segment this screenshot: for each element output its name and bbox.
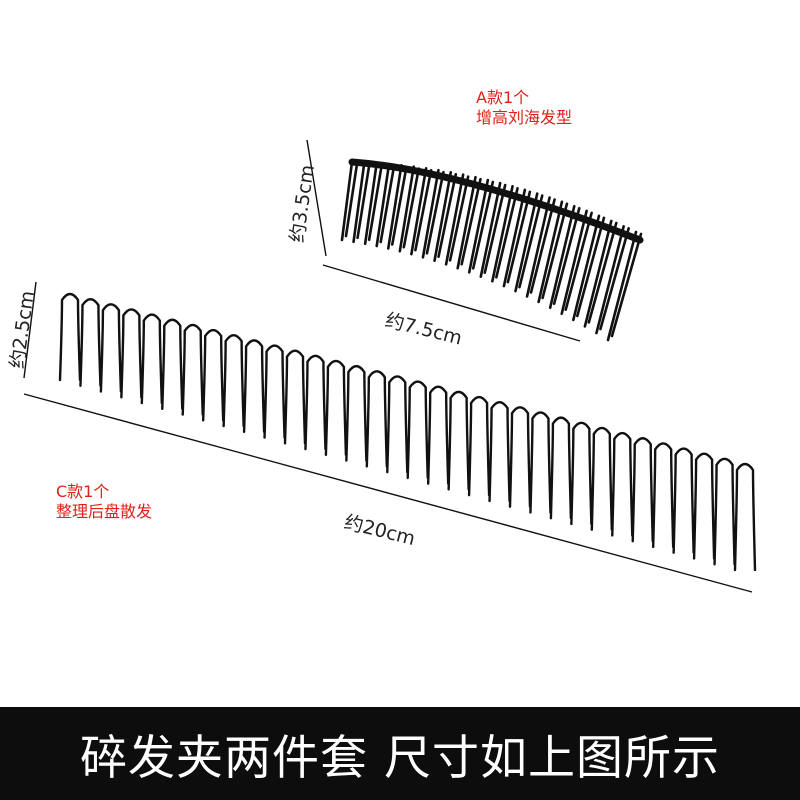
comb-a-tooth: [572, 214, 606, 322]
comb-a-tooth: [363, 161, 383, 246]
comb-a-tooth: [525, 196, 556, 298]
comb-a-illustration: [340, 158, 644, 342]
comb-a-tooth: [421, 168, 445, 259]
comb-a-subtitle: 增高刘海发型: [476, 108, 573, 127]
comb-a-tooth: [386, 163, 408, 250]
comb-a-height-line: [306, 139, 327, 257]
bottom-banner: 碎发夹两件套 尺寸如上图所示: [0, 707, 800, 800]
comb-c-wire-loops: [58, 292, 757, 572]
comb-a-tooth: [444, 173, 470, 266]
comb-c-subtitle: 整理后盘散发: [56, 502, 153, 521]
comb-a-tooth: [514, 192, 544, 293]
comb-c-illustration: [58, 292, 757, 572]
banner-text: 碎发夹两件套 尺寸如上图所示: [80, 731, 720, 786]
comb-a-tooth: [479, 181, 507, 279]
comb-a-tooth: [375, 162, 396, 248]
comb-a-tooth: [583, 219, 618, 328]
comb-a-tooth: [548, 204, 581, 310]
comb-a-tooth: [502, 188, 532, 288]
comb-c-width-line: [23, 393, 753, 593]
comb-a-tooth: [456, 175, 482, 270]
comb-a-tooth: [537, 200, 569, 304]
hair-clip-illustration: [23, 139, 757, 593]
comb-c-title: C款1个: [56, 482, 110, 501]
comb-a-tooth: [433, 170, 458, 263]
comb-a-title: A款1个: [476, 88, 530, 107]
comb-a-tooth: [491, 185, 519, 283]
comb-a-tooth: [606, 230, 643, 342]
comb-a-tooth: [410, 167, 433, 256]
comb-a-tooth: [467, 178, 495, 274]
comb-a-width-line: [322, 264, 581, 342]
comb-c-height-line: [23, 281, 37, 379]
comb-a-tooth: [340, 160, 359, 242]
comb-a-tooth: [352, 161, 371, 244]
comb-a-tooth: [560, 209, 593, 316]
comb-a-tooth: [595, 225, 630, 335]
comb-a-tooth: [398, 165, 421, 253]
